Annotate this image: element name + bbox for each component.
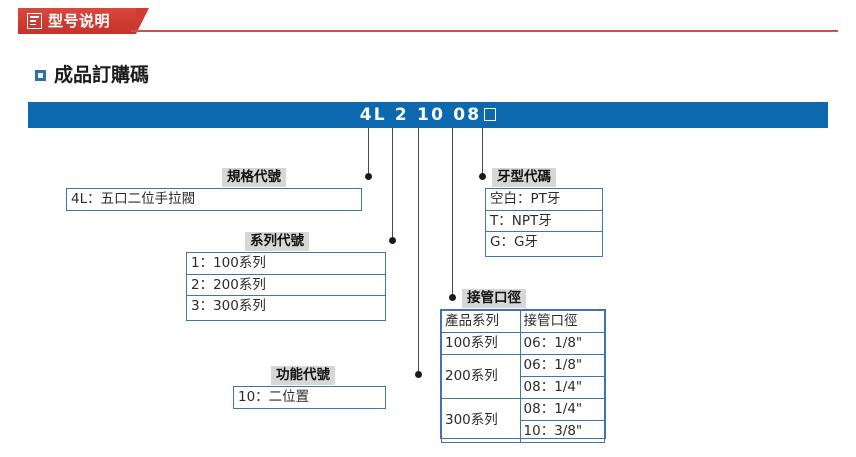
table-row: 300系列 08：1/4" (441, 398, 606, 443)
list-item: 4L：五口二位手拉閥 (71, 191, 196, 207)
header-tab: 型号说明 (18, 8, 149, 34)
list-item: 10：二位置 (238, 389, 310, 405)
table-cell-size: 06：1/8" (519, 354, 606, 377)
table-cell-size: 08：1/4" (519, 398, 606, 421)
page-title: 成品訂購碼 (54, 64, 150, 86)
table-header-row: 產品系列 接管口徑 (441, 310, 606, 333)
leader-line-function (418, 128, 420, 375)
table-row: 08：1/4" (442, 376, 606, 399)
port-size-table: 產品系列 接管口徑 100系列 06：1/8" 200系列 06：1/8" 08… (440, 309, 606, 443)
leader-dot-port (449, 294, 456, 301)
list-item: 2：200系列 (187, 274, 385, 295)
port-size-table-grid: 產品系列 接管口徑 100系列 06：1/8" 200系列 06：1/8" 08… (441, 310, 606, 443)
blank-suffix-box-icon (484, 108, 497, 121)
leader-dot-series (389, 237, 396, 244)
section-title-group: 成品訂購碼 (35, 65, 149, 85)
leader-dot-thread (479, 173, 486, 180)
table-cell-series: 300系列 (441, 398, 521, 443)
leader-dot-function (415, 371, 422, 378)
callout-label-series: 系列代號 (245, 232, 309, 251)
table-cell-series: 200系列 (441, 354, 521, 399)
leader-line-series (392, 128, 394, 241)
list-item: 1：100系列 (191, 255, 266, 271)
table-row: 200系列 06：1/8" (441, 354, 606, 399)
table-header-port: 接管口徑 (519, 310, 606, 333)
callout-label-function: 功能代號 (271, 366, 335, 385)
table-row: 10：3/8" (442, 420, 606, 443)
header-divider (131, 30, 838, 32)
order-code-value: 4L 2 10 08 (359, 105, 482, 125)
table-cell-size: 08：1/4" (519, 376, 606, 399)
leader-line-spec (368, 128, 370, 177)
square-bullet-icon (35, 69, 46, 81)
order-code-text: 4L 2 10 08 (360, 102, 497, 128)
list-item: T：NPT牙 (486, 210, 602, 231)
table-cell-size: 06：1/8" (519, 332, 606, 355)
callout-label-spec: 規格代號 (222, 168, 286, 187)
list-item: 空白：PT牙 (490, 191, 561, 207)
table-header-series: 產品系列 (441, 310, 521, 333)
table-cell-size: 10：3/8" (519, 420, 606, 443)
header-tab-label: 型号说明 (48, 12, 111, 30)
callout-box-spec: 4L：五口二位手拉閥 (66, 188, 362, 211)
leader-line-port (452, 128, 454, 298)
table-cell-series: 100系列 (441, 332, 521, 355)
order-code-bar: 4L 2 10 08 (28, 102, 828, 128)
callout-box-series: 1：100系列 2：200系列 3：300系列 (186, 252, 386, 321)
callout-label-port: 接管口徑 (462, 289, 526, 308)
leader-dot-spec (365, 173, 372, 180)
callout-label-thread: 牙型代碼 (492, 168, 556, 187)
callout-box-function: 10：二位置 (233, 386, 386, 409)
section-header: 型号说明 (18, 8, 149, 34)
leader-line-thread (482, 128, 484, 177)
list-item: 3：300系列 (187, 295, 385, 316)
document-icon (27, 13, 42, 29)
table-row: 100系列 06：1/8" (441, 332, 606, 355)
callout-box-thread: 空白：PT牙 T：NPT牙 G：G牙 (485, 188, 603, 257)
list-item: G：G牙 (486, 231, 602, 252)
